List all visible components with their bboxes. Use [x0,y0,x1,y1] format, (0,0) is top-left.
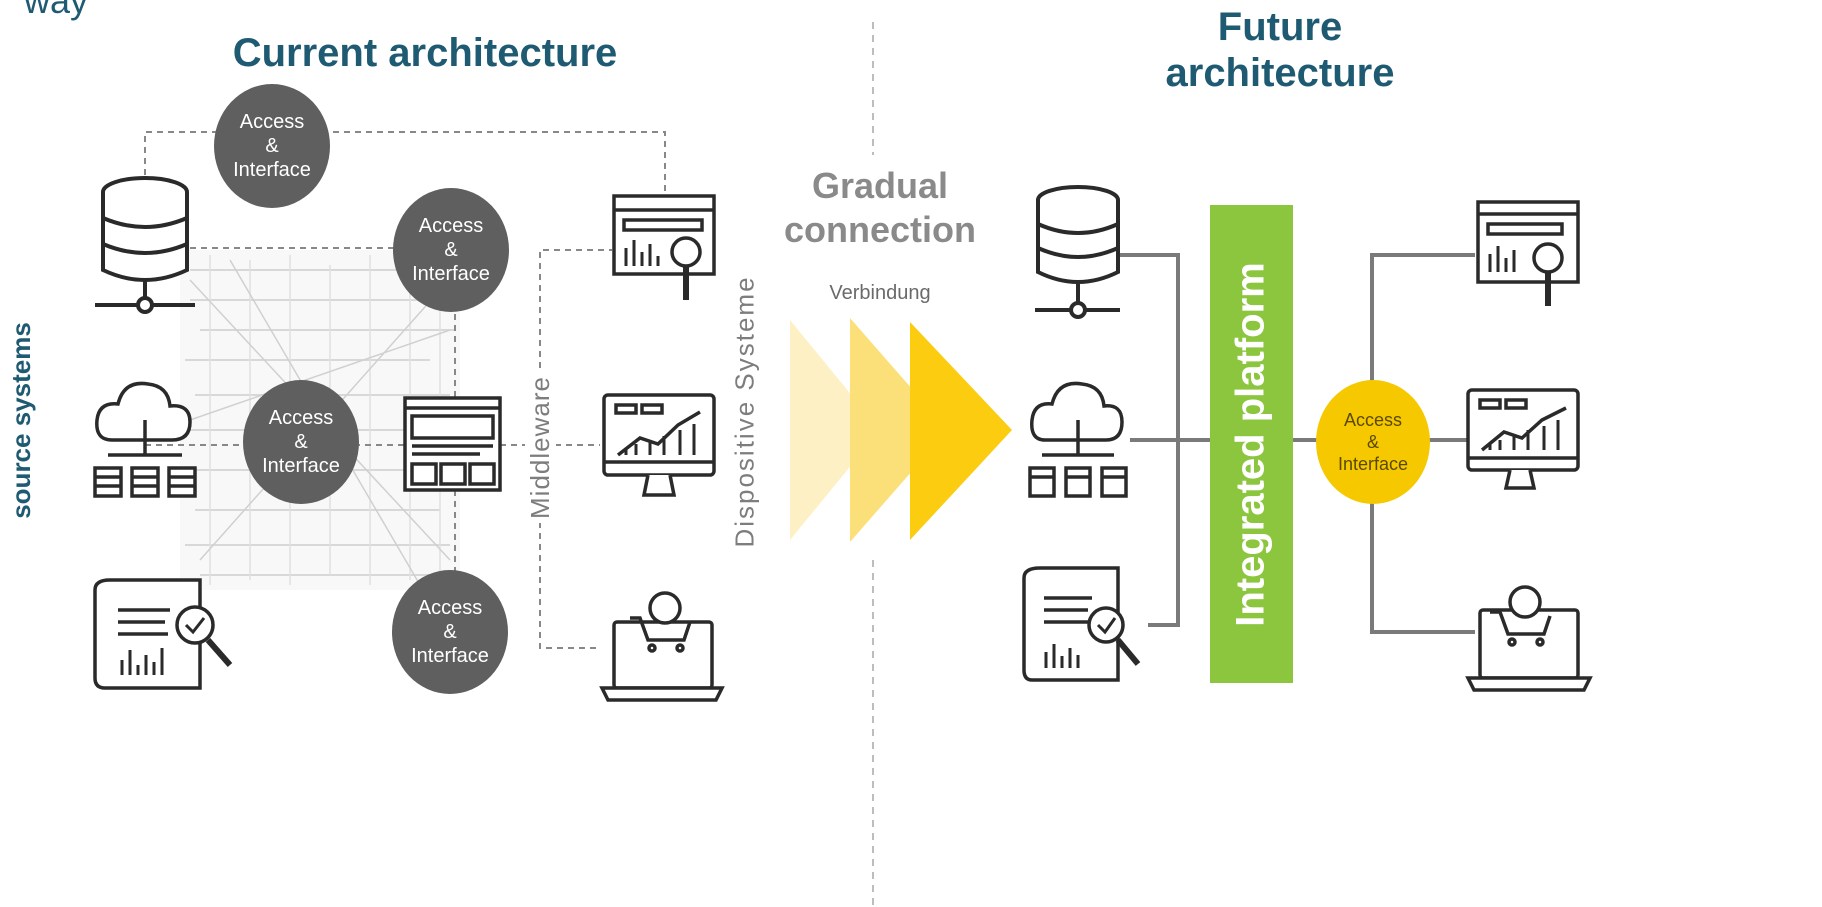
bubble-line: Interface [411,645,489,667]
bubble-line: Access [1343,410,1402,430]
laptop-shop-icon [599,591,725,702]
bubble-line: Interface [412,263,490,285]
arrow-strong [910,322,1012,540]
database-server-icon-future [1035,185,1120,319]
future-connectors [1118,253,1475,634]
bubble-line: Interface [1337,454,1409,474]
middleware-label-wrap: Middleware [450,371,630,523]
bubble-line: & [443,621,457,643]
middleware-label: Middleware [524,371,556,523]
bubble-line: Interface [233,159,311,181]
integrated-platform-label: Integrated platform [1229,261,1274,627]
bubble-line: & [294,431,308,453]
access-interface-bubble-4: Access&Interface [392,570,508,694]
dispositive-label: Dispositive Systeme [729,274,760,548]
verbindung-label: Verbindung [829,282,931,304]
arrow-mid [850,318,948,542]
bubble-line: Access [418,215,484,237]
monitor-chart-icon [602,393,716,497]
dispositive-label-wrap: Dispositive Systeme [620,275,870,547]
arrow-light [790,320,880,540]
cloud-server-icon-future [1028,381,1128,498]
bubble-line: Access [239,111,305,133]
cloud-server-icon [93,381,197,498]
access-interface-bubble-3: Access&Interface [243,380,359,504]
analytics-window-icon [612,194,716,300]
gradual-line2: connection [783,209,976,250]
bubble-line: & [265,135,279,157]
gradual-arrows [790,318,1012,542]
bubble-line: Access [268,407,334,429]
future-title-line2: architecture [1165,51,1395,95]
web-layout-icon [403,396,502,492]
gradual-line1: Gradual [811,165,949,206]
report-search-icon-future [1022,566,1141,682]
analytics-window-icon-future [1476,200,1580,306]
current-architecture-title: Current architecture [232,31,618,75]
laptop-shop-icon-future [1465,585,1593,692]
monitor-chart-icon-future [1466,388,1580,490]
gradual-connection-title: Gradual connection [760,164,1000,252]
integrated-platform-bar: Integrated platform [1210,205,1293,683]
report-search-icon [93,578,233,690]
bubble-line: & [444,239,458,261]
top-partial-text: way [24,0,89,21]
future-architecture-title: Future architecture [1150,4,1410,96]
bubble-line: & [1366,432,1379,452]
bubble-line: Access [417,597,483,619]
access-interface-bubble-future: Access&Interface [1316,380,1430,504]
access-interface-bubble-1: Access&Interface [214,84,330,208]
access-interface-bubble-2: Access&Interface [393,188,509,312]
future-title-line1: Future [1217,5,1343,49]
bubble-line: Interface [262,455,340,477]
database-server-icon [95,176,195,314]
